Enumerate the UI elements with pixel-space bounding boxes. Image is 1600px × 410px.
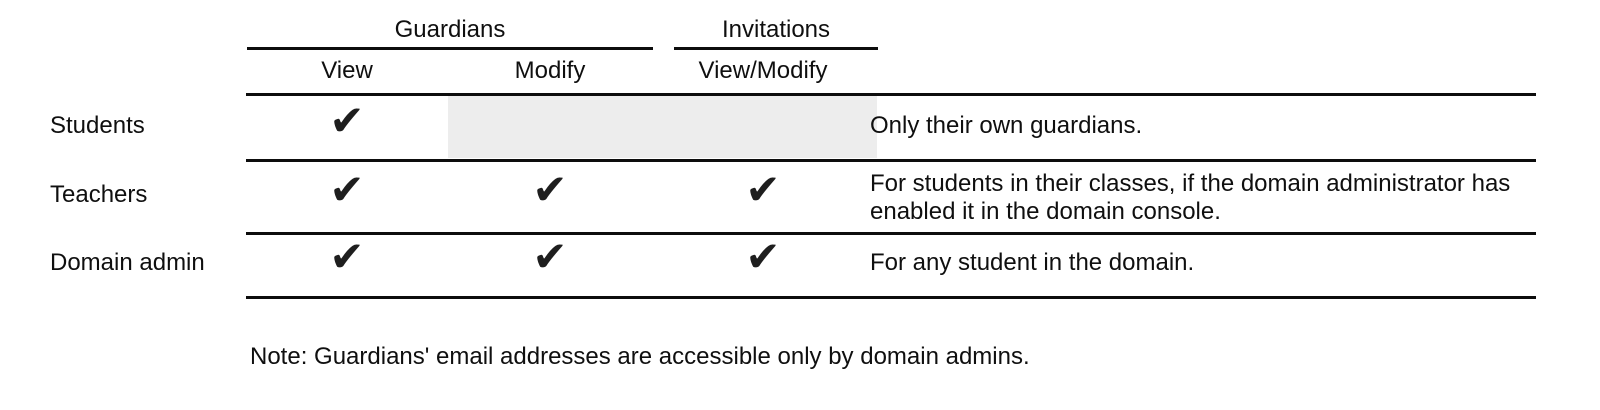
guardians-group-underline — [247, 47, 653, 50]
column-group-invitations: Invitations — [721, 16, 831, 43]
check-teachers-modify: ✔ — [532, 165, 568, 214]
row-label-teachers: Teachers — [50, 181, 148, 208]
table-rule-after-teachers — [246, 232, 1536, 235]
column-header-view-modify: View/Modify — [698, 57, 828, 84]
table-rule-header-bottom — [246, 93, 1536, 96]
note-domain-admin: For any student in the domain. — [870, 249, 1195, 276]
column-header-modify: Modify — [514, 57, 586, 84]
note-students: Only their own guardians. — [870, 112, 1143, 139]
table-rule-after-students — [246, 159, 1536, 162]
table-rule-after-domain-admin — [246, 296, 1536, 299]
column-header-view: View — [321, 57, 373, 84]
footnote: Note: Guardians' email addresses are acc… — [250, 343, 1030, 370]
invitations-group-underline — [674, 47, 878, 50]
column-group-guardians: Guardians — [394, 16, 506, 43]
students-no-permission-shaded-cell — [448, 96, 877, 158]
note-teachers: For students in their classes, if the do… — [870, 170, 1511, 225]
check-domain-admin-modify: ✔ — [532, 232, 568, 281]
check-domain-admin-view-modify: ✔ — [745, 232, 781, 281]
check-domain-admin-view: ✔ — [329, 232, 365, 281]
row-label-students: Students — [50, 112, 145, 139]
check-teachers-view: ✔ — [329, 165, 365, 214]
row-label-domain-admin: Domain admin — [50, 249, 205, 276]
check-students-view: ✔ — [329, 96, 365, 145]
check-teachers-view-modify: ✔ — [745, 165, 781, 214]
